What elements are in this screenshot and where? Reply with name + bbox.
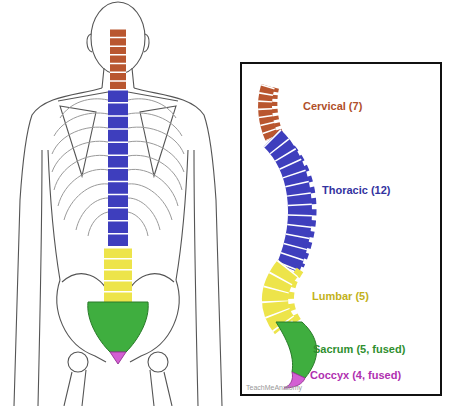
vertebra-gap [265,86,272,138]
side-spine [265,86,317,388]
vertebra-gap [275,268,288,326]
lumbar-processes [290,270,300,322]
region-label: Thoracic (12) [322,184,390,197]
region-label: Lumbar (5) [312,290,369,303]
right-shoulder-arm [134,88,222,406]
cervical-vertebrae [265,86,272,138]
thoracic-vertebrae [272,138,300,268]
region-label: Coccyx (4, fused) [310,369,401,382]
panel-frame [241,63,441,395]
thoracic-vertebrae [108,89,128,246]
vertebra-gap [104,247,132,302]
ear-outline [87,34,92,52]
ear-outline [144,34,149,52]
cervical-vertebrae [110,28,126,89]
vertebra-gap [108,89,128,246]
lumbar-vertebrae [104,247,132,302]
femur-head [148,352,168,372]
sacrum [88,302,148,352]
femur [64,370,172,406]
back-spine [88,28,148,364]
vertebra-gap [110,28,126,89]
watermark: TeachMeAnatomy [246,384,302,392]
region-label: Sacrum (5, fused) [313,343,405,356]
body-outline [14,2,222,406]
coccyx [110,352,126,364]
left-shoulder-arm [14,88,102,406]
femur-head [68,352,88,372]
region-label: Cervical (7) [303,100,362,113]
vertebra-gap [272,138,300,268]
